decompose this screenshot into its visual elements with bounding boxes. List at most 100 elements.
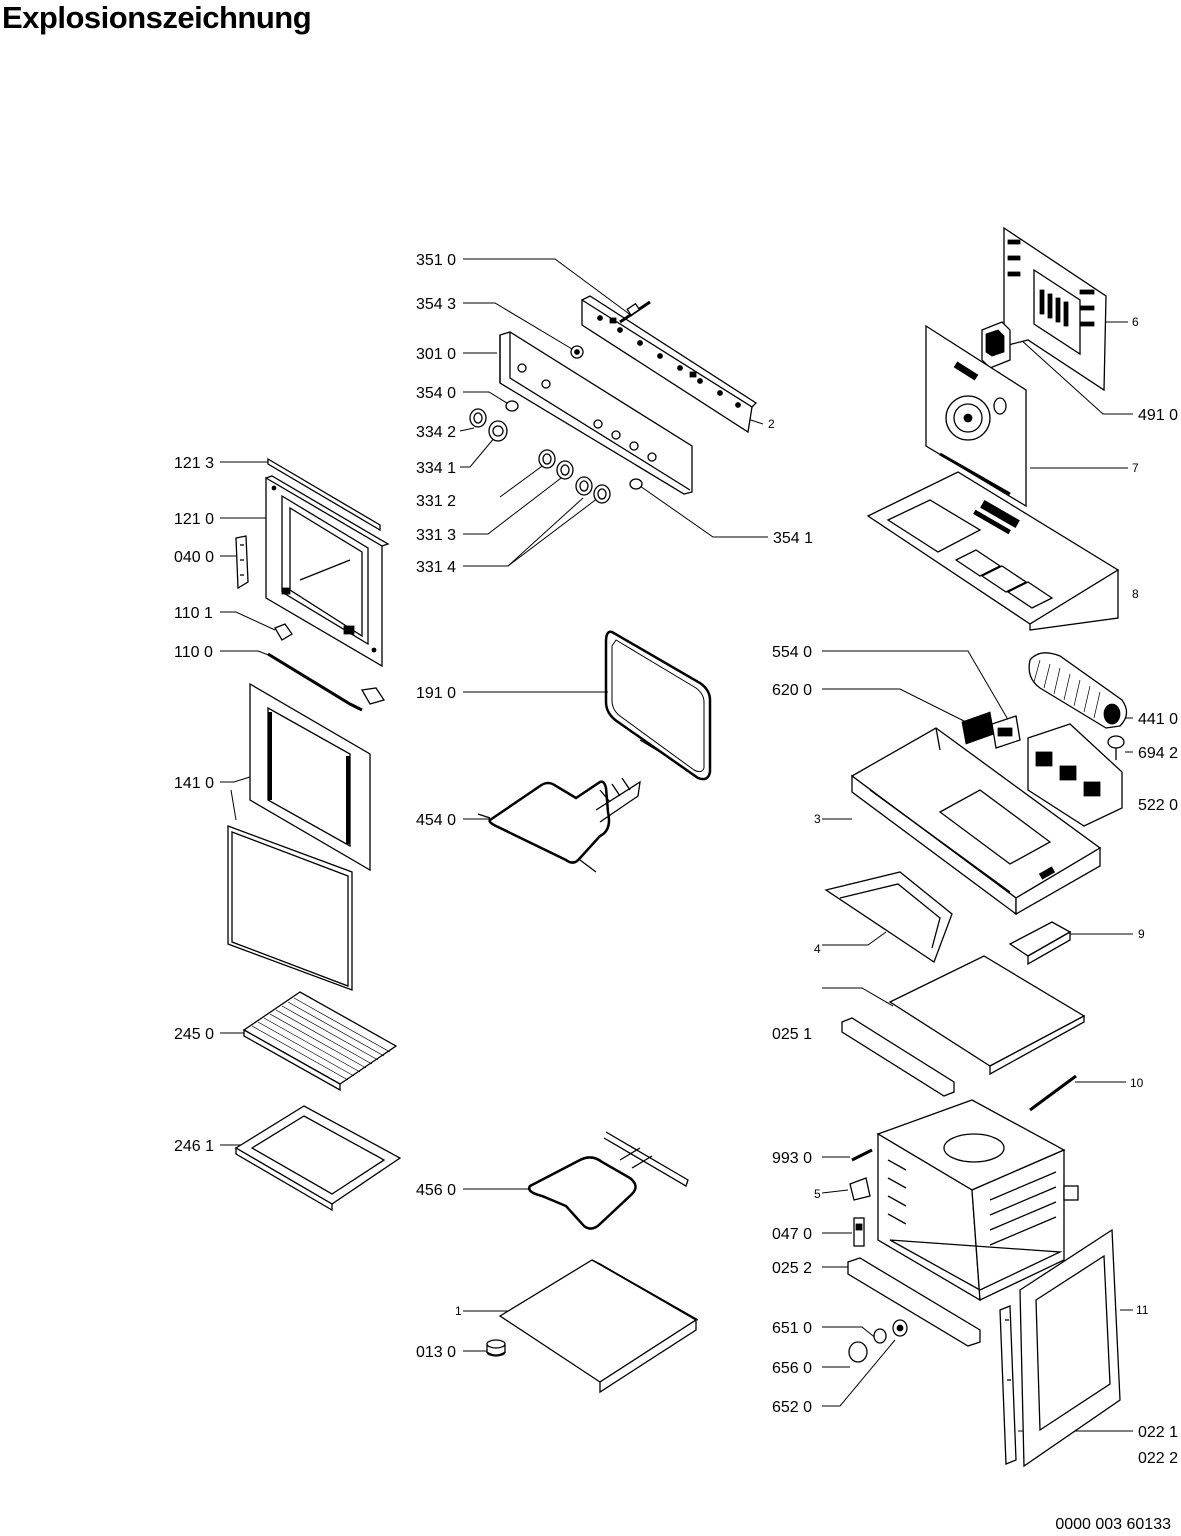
- label-331-3: 331 3: [416, 527, 456, 544]
- label-141-0: 141 0: [174, 775, 214, 792]
- label-522-0: 522 0: [1138, 797, 1178, 814]
- label-694-2: 694 2: [1138, 745, 1178, 762]
- label-025-1: 025 1: [772, 1026, 812, 1043]
- label-022-2: 022 2: [1138, 1450, 1178, 1467]
- part-fan-motor: [981, 321, 1011, 369]
- part-foot: [486, 1339, 506, 1357]
- label-651-0: 651 0: [772, 1320, 812, 1337]
- label-10: 10: [1130, 1076, 1144, 1090]
- part-hinge: [235, 535, 249, 590]
- part-inner-door-frame: [265, 475, 390, 668]
- part-knob-334-2: [469, 408, 487, 428]
- part-door-top-strip: [267, 457, 381, 532]
- label-441-0: 441 0: [1138, 711, 1178, 728]
- label-110-1: 110 1: [174, 605, 213, 622]
- label-121-3: 121 3: [174, 455, 214, 472]
- label-022-1: 022 1: [1138, 1424, 1178, 1441]
- page-title: Explosionszeichnung: [2, 0, 312, 35]
- part-clip: [849, 1177, 871, 1201]
- label-245-0: 245 0: [174, 1026, 214, 1043]
- part-lamp-socket: [892, 1319, 908, 1337]
- part-rod: [1029, 1074, 1077, 1112]
- part-door-lock: [853, 1217, 865, 1247]
- part-shelf-plate-upper: [888, 955, 1086, 1076]
- part-door-seal: [604, 630, 712, 781]
- part-rear-cover: [1003, 226, 1107, 392]
- part-door-cover-small: [274, 623, 293, 641]
- part-relay-block: [1027, 723, 1123, 827]
- part-knob-354-0: [505, 400, 519, 412]
- label-334-2: 334 2: [416, 424, 456, 441]
- part-control-housing: [850, 727, 1102, 916]
- part-knob-331-3: [556, 460, 574, 480]
- leader-lines: [220, 258, 1133, 1432]
- label-7: 7: [1132, 461, 1139, 475]
- part-bottom-cover: [498, 1259, 699, 1394]
- label-4: 4: [814, 942, 821, 956]
- label-6: 6: [1132, 315, 1139, 329]
- part-knob-331-4b: [593, 484, 611, 504]
- part-door-handle-rod: [267, 652, 386, 712]
- part-knob-354-1: [629, 478, 643, 490]
- part-back-wall: [925, 324, 1027, 508]
- label-354-1: 354 1: [773, 530, 813, 547]
- part-tangential-fan: [1028, 652, 1128, 729]
- label-121-0: 121 0: [174, 511, 214, 528]
- label-351-0: 351 0: [416, 252, 456, 269]
- part-bottom-heating-element: [528, 1131, 689, 1230]
- label-656-0: 656 0: [772, 1360, 812, 1377]
- label-620-0: 620 0: [772, 682, 812, 699]
- label-1: 1: [455, 1304, 462, 1318]
- part-hinge-rail: [999, 1305, 1017, 1465]
- part-knob-331-4a: [575, 476, 593, 496]
- part-thermostat: [1107, 735, 1125, 760]
- label-331-4: 331 4: [416, 559, 456, 576]
- part-top-heating-element: [477, 777, 641, 873]
- label-456-0: 456 0: [416, 1182, 456, 1199]
- label-334-1: 334 1: [416, 460, 456, 477]
- label-354-0: 354 0: [416, 385, 456, 402]
- part-grill-rack: [242, 991, 398, 1092]
- label-047-0: 047 0: [772, 1226, 812, 1243]
- part-bottom-rail: [847, 1257, 981, 1347]
- label-993-0: 993 0: [772, 1150, 812, 1167]
- part-screw: [851, 1148, 873, 1162]
- part-control-bracket: [581, 295, 758, 434]
- label-2: 2: [768, 417, 775, 431]
- part-knob-334-1: [488, 420, 508, 442]
- label-013-0: 013 0: [416, 1344, 456, 1361]
- label-9: 9: [1138, 927, 1145, 941]
- part-switch-554: [991, 715, 1021, 749]
- label-040-0: 040 0: [174, 549, 214, 566]
- part-glass-panel-outer: [227, 825, 353, 991]
- part-labels: 351 0 354 3 301 0 354 0 334 2 334 1 331 …: [174, 252, 1178, 1467]
- part-side-rail: [841, 1017, 955, 1097]
- label-652-0: 652 0: [772, 1399, 812, 1416]
- label-491-0: 491 0: [1138, 407, 1178, 424]
- part-spindle: [570, 345, 584, 359]
- label-354-3: 354 3: [416, 296, 456, 313]
- label-110-0: 110 0: [174, 644, 213, 661]
- label-11: 11: [1136, 1303, 1149, 1317]
- part-knob-331-2: [538, 449, 556, 469]
- part-top-cover: [866, 471, 1120, 631]
- label-5: 5: [814, 1187, 821, 1201]
- part-lamp-bulb: [873, 1328, 887, 1344]
- label-454-0: 454 0: [416, 812, 456, 829]
- part-switch-620: [961, 711, 995, 745]
- label-554-0: 554 0: [772, 644, 812, 661]
- part-control-panel: [499, 331, 693, 495]
- label-025-2: 025 2: [772, 1260, 812, 1277]
- part-oven-cavity: [876, 1099, 1079, 1302]
- label-246-1: 246 1: [174, 1138, 214, 1155]
- label-301-0: 301 0: [416, 346, 456, 363]
- part-baking-tray: [234, 1105, 402, 1212]
- label-331-2: 331 2: [416, 493, 456, 510]
- part-side-panel: [1019, 1228, 1121, 1468]
- part-side-bracket: [824, 871, 953, 963]
- label-191-0: 191 0: [416, 685, 456, 702]
- label-3: 3: [814, 812, 821, 826]
- part-lamp-cover: [848, 1341, 868, 1363]
- part-glass-panel-inner: [249, 682, 371, 872]
